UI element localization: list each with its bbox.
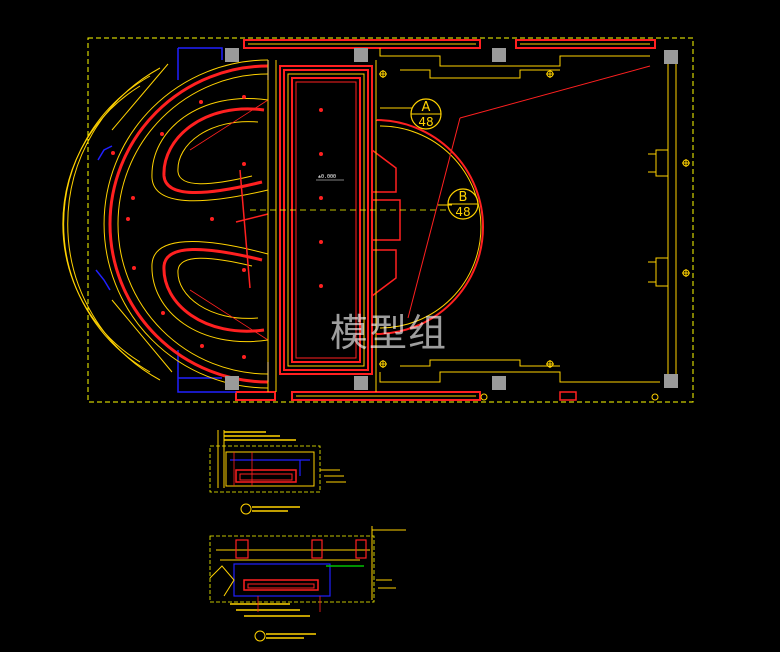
detail-section-1 — [209, 430, 346, 515]
lower-lobe — [151, 241, 269, 342]
light-points — [111, 95, 323, 359]
curved-stair — [62, 59, 269, 389]
central-channel — [267, 60, 377, 392]
bottom-wall — [235, 359, 660, 401]
plan-boundary — [87, 37, 694, 403]
detail-section-2 — [209, 526, 406, 642]
columns — [225, 48, 678, 390]
structural-outline — [177, 47, 269, 393]
section-letter-b: B — [459, 190, 468, 205]
section-sheet-b: 48 — [455, 205, 470, 219]
section-marker-b: B 48 — [447, 188, 479, 220]
floor-plan: A 48 B 48 ±0.000 — [62, 37, 694, 403]
upper-lobe — [151, 98, 269, 202]
arch-element — [371, 119, 484, 335]
section-marker-a: A 48 — [410, 98, 442, 130]
fixtures — [379, 70, 690, 401]
section-letter-a: A — [422, 100, 431, 115]
right-wall — [648, 60, 677, 380]
top-wall — [243, 39, 656, 79]
section-sheet-a: 48 — [418, 115, 433, 129]
elevation-label: ±0.000 — [318, 174, 336, 180]
